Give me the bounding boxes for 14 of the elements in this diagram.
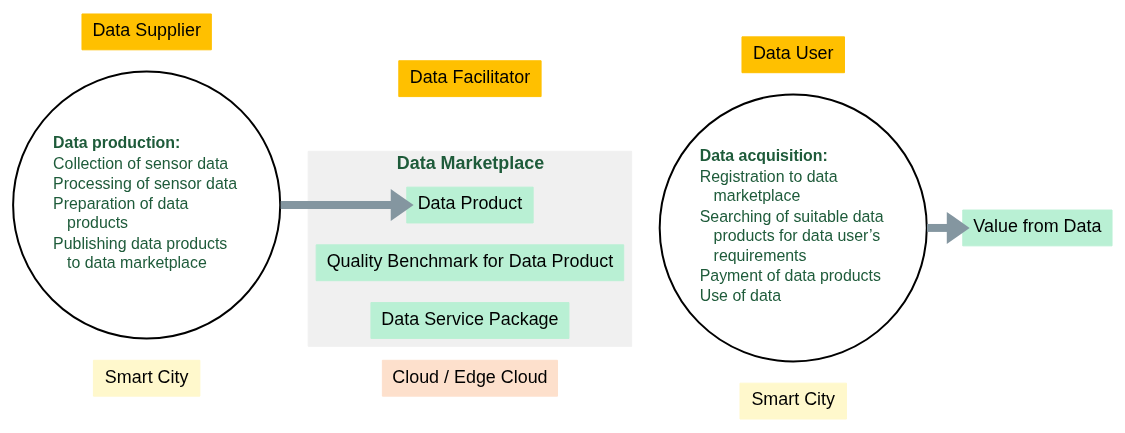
node-box: Data Service Package xyxy=(370,302,570,339)
node-box: Data Supplier xyxy=(81,13,212,51)
node-box: Quality Benchmark for Data Product xyxy=(315,244,625,282)
arrow xyxy=(927,211,970,244)
arrow xyxy=(280,189,414,222)
node-box: Data Facilitator xyxy=(398,60,542,98)
node-circle: Data acquisition: Registration to data marketplace Searching of suitable data products for data user’s requirements Payment of data products Use of data xyxy=(658,93,928,363)
node-box: Data User xyxy=(741,36,845,74)
node-box: Data Product xyxy=(406,186,534,224)
node-box: Smart City xyxy=(92,359,201,397)
node-box: Smart City xyxy=(739,382,847,420)
node-circle: Data production: Collection of sensor data Processing of sensor data Preparation of data products Publishing data products to data marketplace xyxy=(12,70,282,340)
node-box: Value from Data xyxy=(962,209,1113,247)
node-box: Cloud / Edge Cloud xyxy=(381,359,558,397)
